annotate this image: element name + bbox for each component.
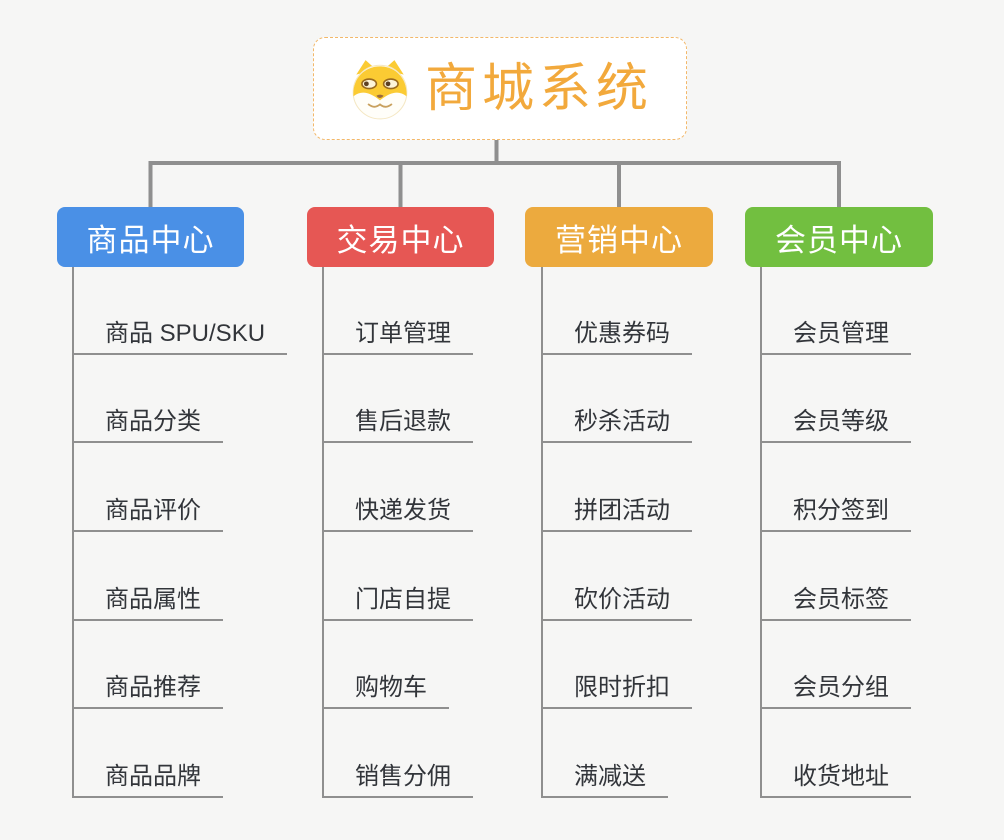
subtopic[interactable]: 拼团活动: [541, 496, 692, 532]
subtopic[interactable]: 砍价活动: [541, 585, 692, 621]
subtopic[interactable]: 商品推荐: [72, 673, 223, 709]
subtopic[interactable]: 优惠券码: [541, 319, 692, 355]
subtopic[interactable]: 收货地址: [760, 762, 911, 798]
subtopic[interactable]: 订单管理: [322, 319, 473, 355]
subtopic[interactable]: 商品品牌: [72, 762, 223, 798]
subtopic[interactable]: 会员等级: [760, 407, 911, 443]
subtopic[interactable]: 购物车: [322, 673, 449, 709]
subtopic[interactable]: 门店自提: [322, 585, 473, 621]
subtopic[interactable]: 积分签到: [760, 496, 911, 532]
subtopic[interactable]: 商品属性: [72, 585, 223, 621]
branch-topic-trade-center[interactable]: 交易中心: [307, 207, 494, 267]
branch-label: 会员中心: [775, 222, 903, 258]
subtopic[interactable]: 会员管理: [760, 319, 911, 355]
branch-trunk-line: [760, 267, 762, 798]
subtopic[interactable]: 销售分佣: [322, 762, 473, 798]
branch-label: 营销中心: [555, 222, 683, 258]
subtopic[interactable]: 满减送: [541, 762, 668, 798]
subtopic[interactable]: 会员分组: [760, 673, 911, 709]
subtopic[interactable]: 会员标签: [760, 585, 911, 621]
dog-face-icon: [352, 59, 408, 119]
branch-topic-member-center[interactable]: 会员中心: [745, 207, 933, 267]
root-topic[interactable]: 商城系统: [313, 37, 687, 140]
branch-label: 商品中心: [86, 222, 215, 258]
subtopic[interactable]: 售后退款: [322, 407, 473, 443]
branch-label: 交易中心: [336, 222, 465, 258]
branch-topic-product-center[interactable]: 商品中心: [57, 207, 244, 267]
branch-trunk-line: [72, 267, 74, 798]
subtopic[interactable]: 商品 SPU/SKU: [72, 319, 288, 355]
branch-trunk-line: [322, 267, 324, 798]
subtopic[interactable]: 商品评价: [72, 496, 223, 532]
connector-path: [148, 140, 841, 207]
branch-trunk-line: [541, 267, 543, 798]
subtopic[interactable]: 秒杀活动: [541, 407, 692, 443]
branch-topic-marketing-center[interactable]: 营销中心: [525, 207, 713, 267]
subtopic[interactable]: 限时折扣: [541, 673, 692, 709]
subtopic[interactable]: 快递发货: [322, 496, 473, 532]
subtopic[interactable]: 商品分类: [72, 407, 223, 443]
root-topic-label: 商城系统: [424, 59, 653, 118]
